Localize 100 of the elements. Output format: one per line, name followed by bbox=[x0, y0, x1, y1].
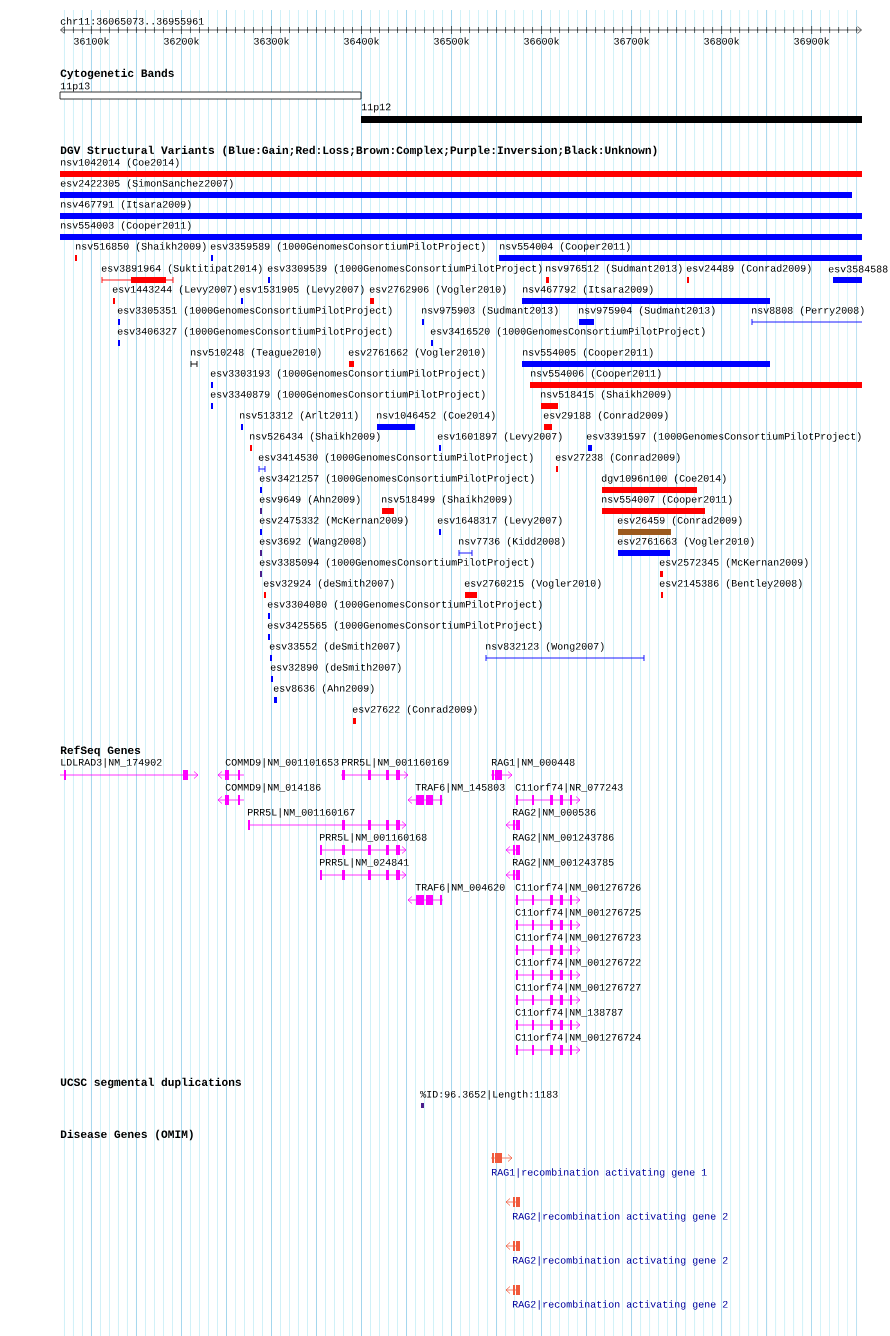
feature-label: COMMD9|NM_001101653 bbox=[225, 758, 339, 768]
feature-label: esv2761663 (Vogler2010) bbox=[617, 537, 754, 547]
feature-label: C11orf74|NM_138787 bbox=[515, 1008, 623, 1018]
feature-label: esv2572345 (McKernan2009) bbox=[659, 558, 808, 568]
feature-label: nsv467791 (Itsara2009) bbox=[61, 200, 191, 210]
feature-label: esv3305351 (1000GenomesConsortiumPilotProject) bbox=[117, 306, 392, 316]
feature-label: nsv516850 (Shaikh2009) bbox=[76, 242, 206, 252]
feature-label: esv3416520 (1000GenomesConsortiumPilotProject) bbox=[430, 327, 705, 337]
feature-label: nsv554003 (Cooper2011) bbox=[61, 221, 191, 231]
feature-label: nsv518499 (Shaikh2009) bbox=[382, 495, 512, 505]
feature-label: C11orf74|NM_001276726 bbox=[515, 883, 641, 893]
feature-label: esv2422305 (SimonSanchez2007) bbox=[60, 179, 233, 189]
feature-label: C11orf74|NR_077243 bbox=[515, 783, 623, 793]
feature-label: esv1648317 (Levy2007) bbox=[437, 516, 562, 526]
tick-label: 36200k bbox=[164, 37, 199, 45]
feature-label: esv3584588 bbox=[828, 265, 888, 273]
feature-label: nsv554005 (Cooper2011) bbox=[523, 348, 653, 358]
feature-label: esv3359589 (1000GenomesConsortiumPilotProject) bbox=[210, 242, 485, 252]
feature-label: nsv554007 (Cooper2011) bbox=[602, 495, 732, 505]
feature-label: nsv554006 (Cooper2011) bbox=[531, 369, 661, 379]
feature-label: nsv976512 (Sudmant2013) bbox=[546, 264, 682, 274]
feature-label: 11p13 bbox=[60, 82, 90, 92]
feature-label: esv2761662 (Vogler2010) bbox=[348, 348, 485, 358]
feature-label: 11p12 bbox=[361, 103, 391, 113]
tick-label: 36900k bbox=[794, 37, 830, 45]
feature-label: esv2762906 (Vogler2010) bbox=[369, 285, 506, 295]
feature-label: RAG2|NM_001243785 bbox=[513, 858, 614, 868]
feature-label: TRAF6|NM_145803 bbox=[415, 783, 505, 793]
feature-label: RAG2|NM_000536 bbox=[513, 808, 596, 818]
feature-label: RAG2|recombination activating gene 2 bbox=[513, 1212, 728, 1222]
feature-label: esv1443244 (Levy2007) bbox=[112, 285, 237, 295]
feature-label: nsv7736 (Kidd2008) bbox=[459, 537, 565, 547]
feature-label: esv3304080 (1000GenomesConsortiumPilotProject) bbox=[267, 600, 542, 610]
tick-label: 36100k bbox=[74, 37, 109, 45]
feature-label: esv3406327 (1000GenomesConsortiumPilotProject) bbox=[117, 327, 392, 337]
feature-label: nsv975903 (Sudmant2013) bbox=[422, 306, 558, 316]
feature-label: esv27622 (Conrad2009) bbox=[352, 705, 477, 715]
feature-label: esv1601897 (Levy2007) bbox=[437, 432, 562, 442]
feature-label: esv1531905 (Levy2007) bbox=[239, 285, 364, 295]
tick-label: 36400k bbox=[344, 37, 379, 45]
feature-label: nsv975904 (Sudmant2013) bbox=[579, 306, 715, 316]
feature-label: esv3421257 (1000GenomesConsortiumPilotProject) bbox=[259, 474, 534, 484]
feature-label: nsv510248 (Teague2010) bbox=[191, 348, 321, 358]
feature-label: esv8636 (Ahn2009) bbox=[273, 684, 374, 694]
tick-label: 36300k bbox=[254, 37, 289, 45]
feature-label: esv3414530 (1000GenomesConsortiumPilotProject) bbox=[258, 453, 533, 463]
track-title: Disease Genes (OMIM) bbox=[60, 1129, 193, 1141]
feature-label: esv3692 (Wang2008) bbox=[259, 537, 366, 547]
tick-label: 36600k bbox=[524, 37, 560, 45]
feature-label: C11orf74|NM_001276727 bbox=[515, 983, 641, 993]
feature-label: esv3391597 (1000GenomesConsortiumPilotProject) bbox=[586, 432, 861, 442]
feature-label: esv32924 (deSmith2007) bbox=[263, 579, 394, 589]
feature-label: PRR5L|NM_001160167 bbox=[248, 808, 355, 818]
feature-label: nsv1046452 (Coe2014) bbox=[377, 411, 495, 421]
feature-label: C11orf74|NM_001276725 bbox=[515, 908, 641, 918]
feature-label: RAG2|recombination activating gene 2 bbox=[513, 1256, 728, 1266]
track-title: UCSC segmental duplications bbox=[60, 1077, 241, 1089]
feature-label: esv3309539 (1000GenomesConsortiumPilotProject) bbox=[267, 264, 542, 274]
feature-label: LDLRAD3|NM_174902 bbox=[61, 758, 162, 768]
feature-label: RAG1|NM_000448 bbox=[492, 758, 575, 768]
feature-label: C11orf74|NM_001276723 bbox=[515, 933, 641, 943]
feature-label: esv27238 (Conrad2009) bbox=[555, 453, 680, 463]
feature-label: esv2475332 (McKernan2009) bbox=[259, 516, 408, 526]
feature-label: RAG2|NM_001243786 bbox=[513, 833, 614, 843]
feature-label: nsv8808 (Perry2008) bbox=[752, 306, 864, 316]
feature-label: esv3891964 (Suktitipat2014) bbox=[101, 264, 262, 274]
feature-label: nsv518415 (Shaikh2009) bbox=[541, 390, 671, 400]
track-title: Cytogenetic Bands bbox=[60, 68, 174, 80]
ruler-title: chr11:36065073..36955961 bbox=[60, 17, 204, 25]
track-title: DGV Structural Variants (Blue:Gain;Red:Loss;Brown:Complex;Purple:Inversion;Black:Unknown) bbox=[60, 145, 657, 157]
feature-label: C11orf74|NM_001276722 bbox=[515, 958, 641, 968]
feature-label: esv32890 (deSmith2007) bbox=[270, 663, 401, 673]
feature-label: esv26459 (Conrad2009) bbox=[617, 516, 742, 526]
feature-label: COMMD9|NM_014186 bbox=[225, 783, 321, 793]
tick-label: 36500k bbox=[434, 37, 469, 45]
tick-label: 36700k bbox=[614, 37, 650, 45]
feature-label: esv29188 (Conrad2009) bbox=[543, 411, 668, 421]
feature-label: PRR5L|NM_024841 bbox=[320, 858, 409, 868]
feature-label: esv3303193 (1000GenomesConsortiumPilotProject) bbox=[210, 369, 485, 379]
feature-label: C11orf74|NM_001276724 bbox=[515, 1033, 641, 1043]
feature-label: TRAF6|NM_004620 bbox=[415, 883, 505, 893]
feature-label: PRR5L|NM_001160168 bbox=[320, 833, 427, 843]
feature-label: RAG2|recombination activating gene 2 bbox=[513, 1300, 728, 1310]
feature-label: esv3340879 (1000GenomesConsortiumPilotProject) bbox=[210, 390, 485, 400]
feature-label: esv3425565 (1000GenomesConsortiumPilotProject) bbox=[267, 621, 542, 631]
feature-label: esv33552 (deSmith2007) bbox=[269, 642, 400, 652]
feature-label: nsv513312 (Arlt2011) bbox=[240, 411, 358, 421]
feature-label: esv2760215 (Vogler2010) bbox=[464, 579, 601, 589]
feature-label: PRR5L|NM_001160169 bbox=[342, 758, 449, 768]
feature-label: nsv832123 (Wong2007) bbox=[486, 642, 604, 652]
feature-label: esv24489 (Conrad2009) bbox=[686, 264, 811, 274]
feature-label: dgv1096n100 (Coe2014) bbox=[601, 474, 726, 484]
feature-label: esv3385094 (1000GenomesConsortiumPilotProject) bbox=[259, 558, 534, 568]
feature-label: %ID:96.3652|Length:1183 bbox=[420, 1090, 558, 1100]
feature-label: nsv1042014 (Coe2014) bbox=[61, 158, 179, 168]
feature-label: RAG1|recombination activating gene 1 bbox=[492, 1168, 707, 1178]
feature-label: esv9649 (Ahn2009) bbox=[259, 495, 360, 505]
feature-label: nsv554004 (Cooper2011) bbox=[500, 242, 630, 252]
feature-label: nsv526434 (Shaikh2009) bbox=[250, 432, 380, 442]
feature-label: esv2145386 (Bentley2008) bbox=[659, 579, 802, 589]
